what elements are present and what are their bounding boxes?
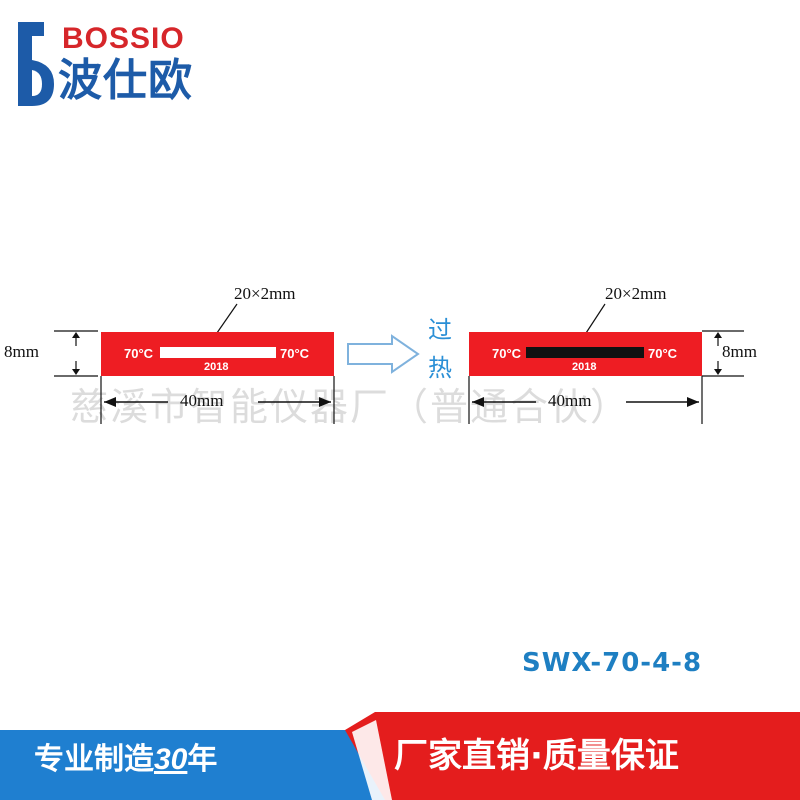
company-watermark: 慈溪市智能仪器厂（普通合伙） <box>70 385 631 429</box>
brand-name-cn: 波仕欧 <box>58 55 193 106</box>
right-arrow-outline-icon <box>347 334 420 374</box>
overheat-char-1: 过 <box>428 316 452 344</box>
height-dimension-arrows <box>702 330 744 377</box>
indicator-window-black <box>526 347 644 358</box>
window-size-label: 20×2mm <box>234 284 296 303</box>
indicator-window-white <box>160 347 276 358</box>
label-year: 2018 <box>572 361 597 373</box>
slogan-professional: 专业制造30年 <box>34 740 217 780</box>
model-number: SWX-70-4-8 <box>522 648 703 678</box>
overheat-char-2: 热 <box>428 354 452 382</box>
slogan-suffix: 年 <box>187 742 218 777</box>
slogan-factory-direct: 厂家直销·质量保证 <box>394 736 679 776</box>
width-dimension-arrows <box>100 376 335 424</box>
height-label: 8mm <box>722 342 757 361</box>
bossio-logo-icon <box>18 22 54 106</box>
height-dimension-arrows <box>54 330 98 377</box>
width-dimension-arrows <box>468 376 703 424</box>
temp-right: 70°C <box>280 346 310 361</box>
width-label: 40mm <box>548 391 592 410</box>
window-size-label: 20×2mm <box>605 284 667 303</box>
label-year: 2018 <box>204 361 229 373</box>
slogan-prefix: 专业制造 <box>34 742 154 777</box>
width-label: 40mm <box>180 391 224 410</box>
bottom-banner <box>0 712 800 800</box>
height-label: 8mm <box>4 342 39 361</box>
temp-right: 70°C <box>648 346 678 361</box>
temp-left: 70°C <box>124 346 154 361</box>
slogan-years: 30 <box>154 743 188 776</box>
temp-left: 70°C <box>492 346 522 361</box>
brand-name-en: BOSSIO <box>62 22 185 55</box>
